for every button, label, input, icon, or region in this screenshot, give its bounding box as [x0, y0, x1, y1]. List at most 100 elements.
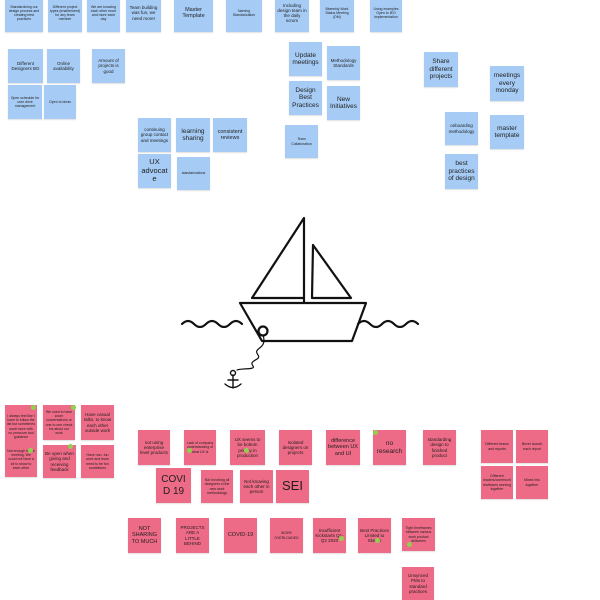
- sticky-note[interactable]: Update meetings: [289, 42, 322, 76]
- sticky-note[interactable]: Open schedule for user drive management: [8, 85, 42, 119]
- vote-dot[interactable]: [31, 405, 36, 410]
- note-text: Online availability: [53, 60, 74, 71]
- note-text: Different leaders/communities/teams work…: [483, 474, 512, 491]
- sticky-note[interactable]: Be open when giving and receiving feedba…: [43, 445, 76, 478]
- sticky-note[interactable]: Mixed into together: [516, 466, 548, 499]
- vote-dot[interactable]: [71, 405, 76, 410]
- note-text: We used to have zoom conversations or on…: [45, 410, 73, 435]
- sticky-note[interactable]: no research: [373, 430, 406, 465]
- sail-left: [250, 216, 306, 300]
- sticky-note[interactable]: Open to ideas: [44, 85, 76, 119]
- sticky-note[interactable]: Never launch each report: [516, 430, 548, 463]
- sticky-note[interactable]: Amount of projects is good: [92, 49, 125, 83]
- note-text: Standardizing our design process and cre…: [8, 4, 40, 22]
- sticky-note[interactable]: Different Designers BG: [8, 49, 43, 83]
- note-text: Amount of projects is good: [98, 58, 119, 74]
- sticky-note[interactable]: Isolated designers on projects: [279, 430, 312, 465]
- sticky-note[interactable]: standarizations: [177, 157, 210, 190]
- note-text: Different teams and reports: [485, 442, 509, 451]
- sticky-note[interactable]: UX advocate: [138, 154, 171, 188]
- sticky-note[interactable]: Lack of company understanding of what UX…: [184, 430, 216, 465]
- hull: [238, 301, 368, 343]
- sticky-note[interactable]: standarding design to finished product: [423, 430, 456, 465]
- vote-dot[interactable]: [373, 430, 378, 435]
- vote-dot[interactable]: [375, 538, 380, 543]
- note-text: UX advocate: [141, 157, 168, 184]
- note-text: WORK OVERLOADED: [274, 531, 299, 540]
- note-text: Tight timeframes between various work pr…: [405, 526, 432, 543]
- sticky-note[interactable]: We used to have zoom conversations or on…: [43, 405, 75, 440]
- sticky-note[interactable]: COVID-19: [224, 518, 257, 553]
- sticky-note[interactable]: learning sharing: [176, 118, 210, 152]
- vote-dot[interactable]: [187, 448, 192, 453]
- sticky-note[interactable]: master template: [490, 115, 524, 149]
- note-text: no research: [376, 440, 403, 455]
- sticky-note[interactable]: Not enough in the meeting. We could not …: [5, 442, 37, 477]
- sticky-note[interactable]: Methodology Standards: [327, 46, 360, 80]
- sticky-note[interactable]: continuing group contact and meetings: [138, 118, 171, 152]
- sticky-note[interactable]: Have non- fun work and team need to be f…: [81, 445, 114, 478]
- note-text: Never launch each report: [521, 442, 543, 451]
- vote-dot[interactable]: [407, 542, 412, 547]
- vote-dot[interactable]: [28, 448, 33, 453]
- sticky-note[interactable]: Including design team in the daily scrum: [275, 0, 309, 32]
- sticky-note[interactable]: I always feel like I have to follow the …: [5, 405, 37, 448]
- sticky-note[interactable]: Online availability: [47, 49, 80, 83]
- sticky-note[interactable]: Not knowing each other in person: [240, 470, 273, 503]
- sticky-note[interactable]: Unsynced PMs to standard practices: [402, 567, 434, 600]
- sticky-note[interactable]: Share different projects: [424, 52, 458, 87]
- sailboat-drawing: [180, 216, 420, 389]
- note-text: Including design team in the daily scrum: [277, 2, 307, 24]
- note-text: Update meetings: [292, 51, 319, 66]
- sticky-note[interactable]: New Initiatives: [327, 86, 360, 120]
- note-text: I always feel like I have to follow the …: [7, 414, 36, 439]
- sticky-note[interactable]: Design Best Practices: [289, 81, 322, 115]
- note-text: Best Practices Limited to Sketch: [360, 527, 389, 543]
- sticky-note[interactable]: Different leaders/communities/teams work…: [481, 466, 513, 499]
- sticky-note[interactable]: Different teams and reports: [481, 430, 513, 463]
- sticky-note[interactable]: Standardizing our design process and cre…: [5, 0, 43, 32]
- sticky-note[interactable]: not using enterprise level products: [138, 430, 170, 465]
- sticky-note[interactable]: Have casual talks, to know each other ou…: [81, 405, 114, 440]
- sticky-note[interactable]: Team Collaboration: [285, 125, 318, 158]
- sticky-note[interactable]: WORK OVERLOADED: [270, 518, 303, 553]
- note-text: Design Best Practices: [292, 86, 319, 109]
- vote-dot[interactable]: [68, 444, 73, 449]
- note-text: Different Designers BG: [11, 60, 40, 71]
- note-text: continuing group contact and meetings: [140, 127, 169, 143]
- sticky-note[interactable]: meetings every monday: [490, 66, 524, 101]
- sticky-note[interactable]: We are knowing each other more and more …: [87, 0, 120, 32]
- sticky-note[interactable]: COVID 19: [156, 468, 191, 503]
- sticky-note[interactable]: consistent reviews: [213, 118, 247, 152]
- sticky-note[interactable]: Biweekly Work Status Meeting (DM): [320, 0, 354, 32]
- sticky-note[interactable]: Insufficient Kickstarts Q1-Q2 2020: [313, 518, 346, 553]
- note-text: We are knowing each other more and more …: [90, 4, 117, 22]
- sticky-note[interactable]: NOT SHARING TO MUCH: [128, 518, 161, 553]
- note-text: standarding design to finished product: [427, 437, 452, 458]
- note-text: Naming Standarization: [232, 8, 256, 17]
- sticky-note[interactable]: onboarding methodology: [445, 112, 478, 145]
- sticky-note[interactable]: Naming Standarization: [226, 0, 262, 32]
- sticky-note[interactable]: Master Template: [174, 0, 213, 32]
- note-text: Not knowing each other in person: [243, 478, 270, 495]
- sticky-note[interactable]: Different project types (enablement) for…: [48, 0, 82, 32]
- wave-right: [356, 319, 420, 329]
- sticky-note[interactable]: difference between UX and UI: [326, 430, 360, 465]
- wave-left: [180, 319, 244, 329]
- sticky-note[interactable]: Using examples Open to IEO implementatio…: [370, 0, 402, 32]
- sticky-note[interactable]: Best Practices Limited to Sketch: [358, 518, 391, 553]
- note-text: meetings every monday: [493, 72, 521, 95]
- note-text: Not involving all designers in the new w…: [204, 478, 230, 495]
- sticky-note[interactable]: Team building was fun, we need more!: [126, 0, 161, 32]
- sticky-note[interactable]: SEI: [276, 470, 309, 503]
- sticky-note[interactable]: Not involving all designers in the new w…: [201, 470, 233, 503]
- vote-dot[interactable]: [339, 536, 344, 541]
- note-text: difference between UX and UI: [328, 438, 358, 457]
- note-text: master template: [494, 124, 520, 139]
- vote-dot[interactable]: [244, 448, 249, 453]
- sticky-note[interactable]: best practices of design: [445, 154, 478, 189]
- note-text: Different project types (enablement) for…: [50, 4, 80, 22]
- note-text: Unsynced PMs to standard practices: [407, 573, 428, 594]
- sticky-note[interactable]: PROJECTS ARE A LITTLE BEHIND: [176, 518, 209, 553]
